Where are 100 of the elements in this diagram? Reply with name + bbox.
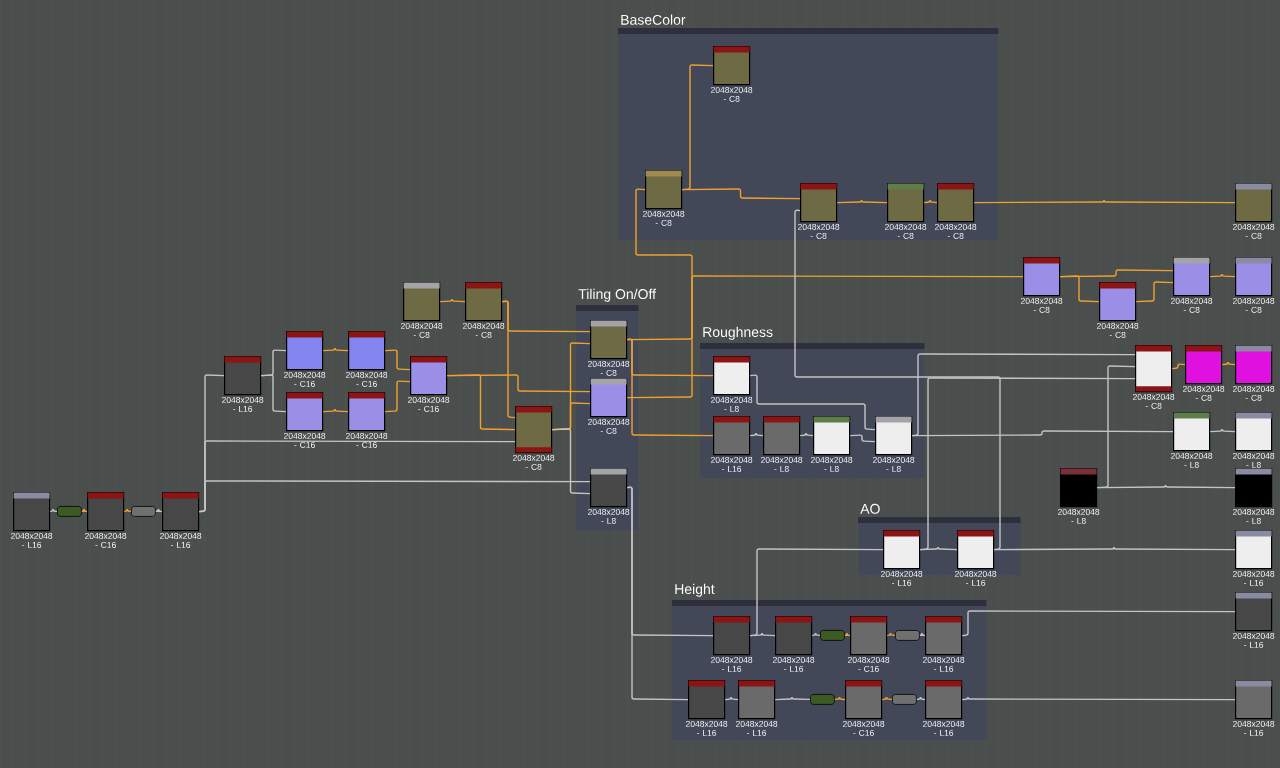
connector xyxy=(749,432,764,437)
node-caption: 2048x2048 - C8 xyxy=(798,223,840,239)
connector xyxy=(322,408,349,413)
node-caption: 2048x2048 - C8 xyxy=(463,322,505,338)
converter-pill xyxy=(810,694,835,705)
connector xyxy=(198,480,591,513)
connector xyxy=(844,632,851,637)
node-caption: 2048x2048 - C16 xyxy=(346,432,388,448)
connector xyxy=(799,432,814,437)
node-caption: 2048x2048 - L8 xyxy=(1171,452,1213,468)
connector xyxy=(446,374,516,431)
connector xyxy=(911,430,1174,437)
connector xyxy=(1171,363,1186,370)
node-caption: 2048x2048 - C8 xyxy=(885,223,927,239)
connector xyxy=(724,696,739,701)
connector xyxy=(811,632,821,637)
node-caption: 2048x2048 - C16 xyxy=(848,656,890,672)
connector xyxy=(123,508,132,513)
connector xyxy=(626,275,1024,399)
converter-pill xyxy=(820,630,845,641)
node-label: Roughness xyxy=(703,326,773,340)
node-caption: 2048x2048 - L16 xyxy=(773,656,815,672)
node-label: AO xyxy=(860,503,880,514)
node-caption: 2048x2048 - C8 xyxy=(401,322,443,338)
node-caption: 2048x2048 - C16 xyxy=(284,371,326,387)
node-caption: 2048x2048 - L8 xyxy=(711,396,753,412)
node-caption: 2048x2048 - C8 xyxy=(643,210,685,226)
node-caption: 2048x2048 - L8 xyxy=(811,456,853,472)
connector xyxy=(384,349,411,371)
node-label: Height xyxy=(675,583,715,597)
connector xyxy=(1209,273,1236,278)
node-caption: 2048x2048 - L16 xyxy=(222,396,264,412)
node-caption: 2048x2048 - C16 xyxy=(346,371,388,387)
node-caption: 2048x2048 - C8 xyxy=(935,223,977,239)
node-caption: 2048x2048 - L16 xyxy=(1233,720,1275,736)
connector xyxy=(749,374,876,431)
node-caption: 2048x2048 - L16 xyxy=(923,720,965,736)
connector xyxy=(384,380,411,413)
node-caption: 2048x2048 - C16 xyxy=(408,396,450,412)
connector xyxy=(1059,269,1174,278)
connector xyxy=(1221,361,1236,366)
connector xyxy=(834,696,846,701)
node-caption: 2048x2048 - L16 xyxy=(1233,570,1275,586)
connector xyxy=(260,374,287,413)
node-caption: 2048x2048 - L16 xyxy=(923,656,965,672)
node-caption: 2048x2048 - L16 xyxy=(736,720,778,736)
node-caption: 2048x2048 - C8 xyxy=(1133,393,1175,409)
connector xyxy=(1096,484,1236,489)
node-caption: 2048x2048 - L16 xyxy=(711,656,753,672)
connector xyxy=(1209,428,1236,433)
node-caption: 2048x2048 - C8 xyxy=(1233,223,1275,239)
node-caption: 2048x2048 - C8 xyxy=(588,418,630,434)
converter-pill xyxy=(131,506,156,517)
connector xyxy=(1135,281,1174,303)
node-caption: 2048x2048 - L16 xyxy=(955,570,997,586)
connector xyxy=(993,546,1236,551)
connector xyxy=(155,508,163,513)
node-caption: 2048x2048 - C8 xyxy=(1183,385,1225,401)
node-caption: 2048x2048 - C8 xyxy=(588,360,630,376)
node-caption: 2048x2048 - L16 xyxy=(11,532,53,548)
connector xyxy=(961,696,1236,701)
node-caption: 2048x2048 - L16 xyxy=(1233,632,1275,648)
connector xyxy=(626,486,689,701)
connector xyxy=(794,209,1001,551)
node-caption: 2048x2048 - L16 xyxy=(160,532,202,548)
node-caption: 2048x2048 - L8 xyxy=(761,456,803,472)
node-caption: 2048x2048 - C8 xyxy=(711,86,753,102)
connector xyxy=(961,610,1236,637)
node-caption: 2048x2048 - C8 xyxy=(1233,297,1275,313)
connector xyxy=(681,188,801,200)
connector xyxy=(836,199,888,204)
node-caption: 2048x2048 - L8 xyxy=(1233,452,1275,468)
connector xyxy=(849,434,876,443)
connector xyxy=(501,300,516,419)
connector xyxy=(919,546,958,551)
connector xyxy=(81,508,88,513)
node-caption: 2048x2048 - L16 xyxy=(686,720,728,736)
node-caption: 2048x2048 - C8 xyxy=(513,454,555,470)
connector xyxy=(919,632,926,637)
connector xyxy=(923,199,938,204)
node-caption: 2048x2048 - C8 xyxy=(1171,297,1213,313)
node-label: Tiling On/Off xyxy=(578,288,657,302)
node-caption: 2048x2048 - L16 xyxy=(711,456,753,472)
connector xyxy=(749,632,776,637)
node-caption: 2048x2048 - L8 xyxy=(588,508,630,524)
converter-pill xyxy=(57,506,82,517)
node-caption: 2048x2048 - L8 xyxy=(1233,508,1275,524)
node-caption: 2048x2048 - C16 xyxy=(843,720,885,736)
converter-pill xyxy=(895,630,920,641)
node-caption: 2048x2048 - L8 xyxy=(873,456,915,472)
node-label: BaseColor xyxy=(621,14,686,25)
node-caption: 2048x2048 - C8 xyxy=(1021,297,1063,313)
connector xyxy=(916,696,926,701)
node-caption: 2048x2048 - C8 xyxy=(1097,322,1139,338)
connector xyxy=(881,696,893,701)
connector xyxy=(49,508,58,513)
connector xyxy=(439,298,466,303)
connector xyxy=(973,199,1236,204)
node-caption: 2048x2048 - L8 xyxy=(1058,508,1100,524)
node-caption: 2048x2048 - L16 xyxy=(881,570,923,586)
